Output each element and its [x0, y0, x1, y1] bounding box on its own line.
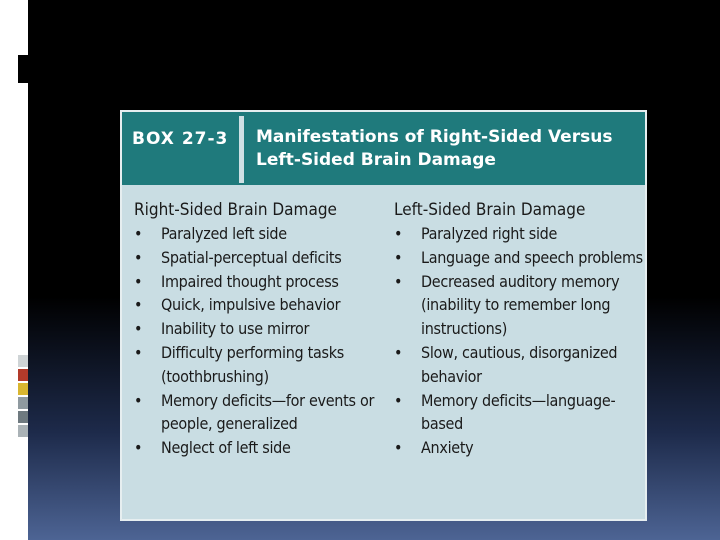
- list-item: Inability to use mirror: [134, 317, 384, 341]
- list-item: Memory deficits—language-based: [394, 389, 644, 437]
- list-item: Language and speech problems: [394, 246, 644, 270]
- column-heading: Right-Sided Brain Damage: [134, 200, 337, 220]
- list-item: Paralyzed right side: [394, 222, 644, 246]
- list-item: Impaired thought process: [134, 270, 384, 294]
- list-item: Quick, impulsive behavior: [134, 293, 384, 317]
- box-header: BOX 27-3 Manifestations of Right-Sided V…: [122, 112, 645, 185]
- list-item: Difficulty performing tasks (toothbrushi…: [134, 341, 384, 389]
- right-sided-column: Right-Sided Brain Damage Paralyzed left …: [134, 198, 384, 460]
- stripe: [18, 369, 28, 381]
- left-sided-column: Left-Sided Brain Damage Paralyzed right …: [394, 198, 644, 460]
- list-item: Memory deficits—for events or people, ge…: [134, 389, 384, 437]
- header-divider: [239, 116, 244, 183]
- slide-left-margin: [0, 0, 28, 540]
- list-item: Spatial-perceptual deficits: [134, 246, 384, 270]
- slide-marker-bar: [18, 55, 28, 83]
- list-item: Decreased auditory memory (inability to …: [394, 270, 644, 341]
- list-item: Slow, cautious, disorganized behavior: [394, 341, 644, 389]
- stripe: [18, 355, 28, 367]
- list-item: Neglect of left side: [134, 436, 384, 460]
- stripe: [18, 411, 28, 423]
- list-item: Paralyzed left side: [134, 222, 384, 246]
- right-sided-list: Paralyzed left side Spatial-perceptual d…: [134, 222, 384, 460]
- stripe: [18, 425, 28, 437]
- box-label: BOX 27-3: [132, 129, 229, 149]
- stripe: [18, 383, 28, 395]
- info-box: BOX 27-3 Manifestations of Right-Sided V…: [120, 110, 647, 521]
- list-item: Anxiety: [394, 436, 644, 460]
- column-heading: Left-Sided Brain Damage: [394, 200, 586, 220]
- stripe: [18, 397, 28, 409]
- box-title: Manifestations of Right-Sided Versus Lef…: [256, 127, 613, 170]
- side-color-stripes: [18, 355, 28, 540]
- left-sided-list: Paralyzed right side Language and speech…: [394, 222, 644, 460]
